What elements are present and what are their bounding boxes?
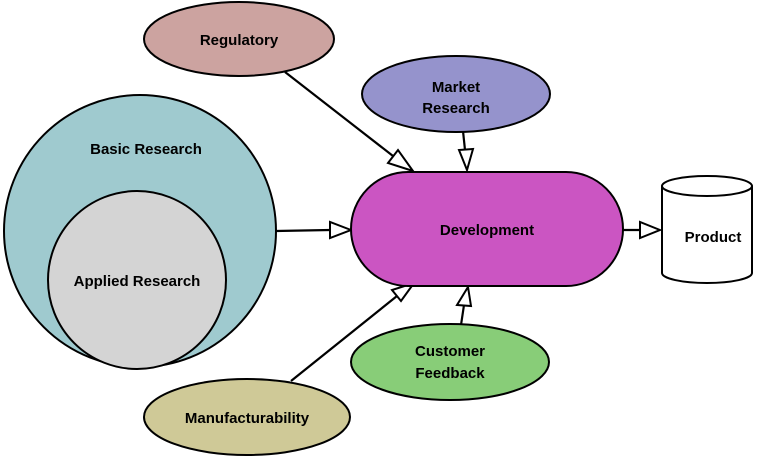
development-node: Development <box>350 171 624 287</box>
manufacturability-label: Manufacturability <box>185 410 310 427</box>
connectors <box>275 71 640 382</box>
edge-customer-feedback-development <box>459 304 466 326</box>
applied-research-circle <box>47 190 227 370</box>
edge-basic-research-development <box>275 228 331 233</box>
edge-regulatory-development <box>284 71 394 157</box>
arrowhead-regulatory <box>386 148 416 173</box>
regulatory-node: Regulatory <box>143 1 335 77</box>
product-node: Product <box>661 175 753 284</box>
market-research-ellipse <box>361 55 551 133</box>
development-shape <box>350 171 624 287</box>
development-label: Development <box>440 222 534 239</box>
customer-feedback-label-line2: Feedback <box>415 365 485 382</box>
arrowhead-customer-feedback <box>455 284 473 308</box>
manufacturability-node: Manufacturability <box>143 378 351 456</box>
edge-manufacturability-development <box>290 295 398 382</box>
product-cylinder-body <box>661 186 753 284</box>
customer-feedback-ellipse <box>350 323 550 401</box>
market-research-label-line1: Market <box>432 79 480 96</box>
customer-feedback-label-line1: Customer <box>415 343 485 360</box>
applied-research-label: Applied Research <box>74 273 201 290</box>
market-research-node: Market Research <box>361 55 551 133</box>
arrowhead-basic-research <box>329 220 354 240</box>
basic-research-label: Basic Research <box>90 141 202 158</box>
product-cylinder-top <box>661 175 753 197</box>
applied-research-node: Applied Research <box>47 190 227 370</box>
customer-feedback-node: Customer Feedback <box>350 323 550 401</box>
market-research-label-line2: Research <box>422 100 490 117</box>
manufacturability-ellipse <box>143 378 351 456</box>
arrowhead-market-research <box>457 147 475 174</box>
regulatory-label: Regulatory <box>200 32 279 49</box>
product-label: Product <box>685 229 742 246</box>
edge-market-research-development <box>461 130 467 151</box>
arrowhead-product <box>639 220 663 240</box>
regulatory-ellipse <box>143 1 335 77</box>
